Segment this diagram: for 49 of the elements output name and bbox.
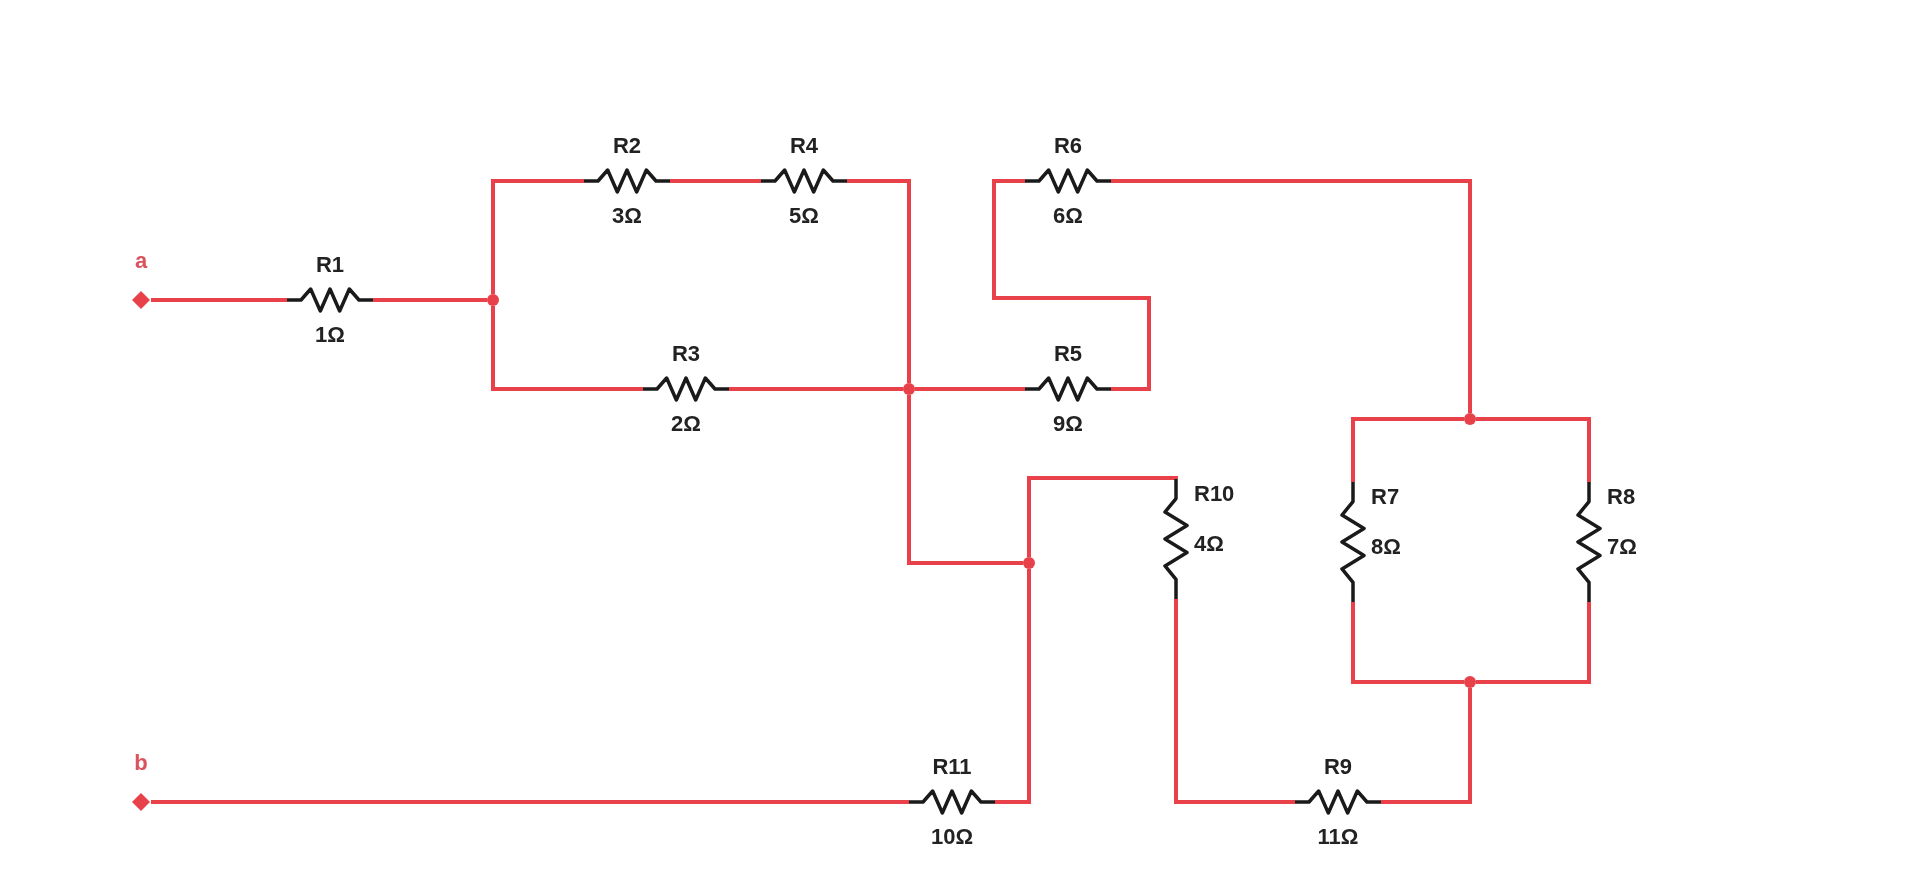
junction-dot — [1464, 413, 1476, 425]
wire — [491, 306, 643, 391]
terminal-label: a — [134, 248, 148, 274]
wire — [915, 387, 1025, 391]
resistance-value: 7Ω — [1607, 534, 1637, 560]
wire — [1476, 417, 1591, 482]
component-label: R3 — [671, 341, 701, 367]
wire — [1476, 602, 1591, 684]
component-label: R6 — [1053, 133, 1083, 159]
junction-dot — [1464, 676, 1476, 688]
wire — [1351, 602, 1464, 684]
wire — [151, 800, 909, 804]
component-label: R7 — [1371, 484, 1400, 510]
component-label: R2 — [612, 133, 642, 159]
junction-dot — [903, 383, 915, 395]
wire — [373, 298, 487, 302]
wire — [847, 179, 911, 383]
wire — [151, 298, 287, 302]
wire — [992, 179, 1151, 391]
wire — [670, 179, 761, 183]
junction-dot — [1023, 557, 1035, 569]
component-label: R10 — [1194, 481, 1235, 507]
resistance-value: 2Ω — [671, 411, 701, 437]
resistance-value: 5Ω — [789, 203, 819, 229]
wire — [491, 179, 584, 294]
resistance-value: 11Ω — [1317, 824, 1359, 850]
wire — [729, 387, 903, 391]
resistance-value: 8Ω — [1371, 534, 1401, 560]
resistance-value: 3Ω — [612, 203, 642, 229]
resistance-value: 9Ω — [1053, 411, 1083, 437]
component-label: R1 — [315, 252, 345, 278]
wire — [1174, 599, 1295, 804]
resistance-value: 10Ω — [930, 824, 974, 850]
terminal-label: b — [134, 750, 148, 776]
component-label: R5 — [1053, 341, 1083, 367]
wire — [907, 395, 1023, 565]
wire — [1027, 476, 1178, 557]
resistance-value: 1Ω — [315, 322, 345, 348]
junction-dot — [487, 294, 499, 306]
component-label: R4 — [789, 133, 819, 159]
wire — [1381, 688, 1472, 804]
component-label: R11 — [932, 754, 972, 780]
component-label: R9 — [1323, 754, 1353, 780]
wire — [1111, 179, 1472, 413]
component-label: R8 — [1607, 484, 1636, 510]
resistance-value: 4Ω — [1194, 531, 1224, 557]
resistance-value: 6Ω — [1053, 203, 1083, 229]
wire — [995, 569, 1031, 804]
wire — [1351, 417, 1464, 482]
